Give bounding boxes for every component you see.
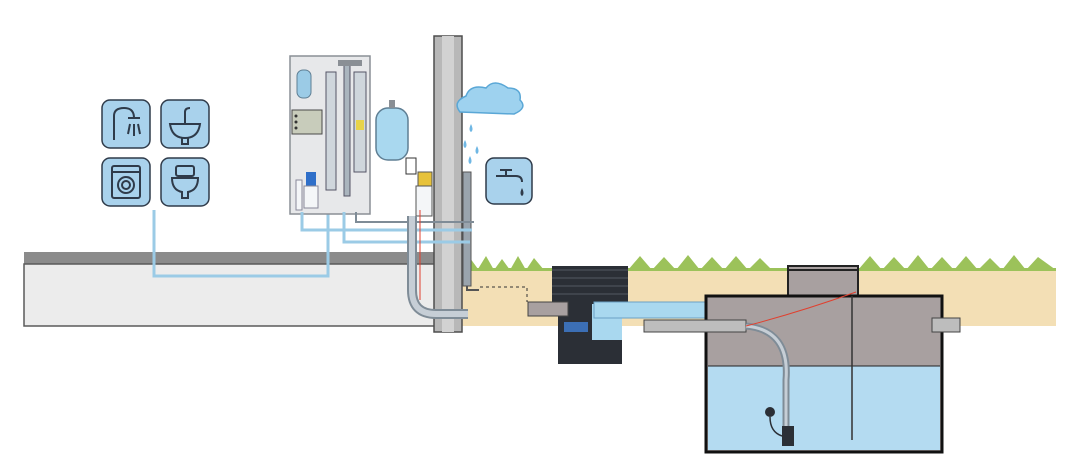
- overflow-signal-line: [480, 286, 528, 302]
- shower-icon: [113, 106, 141, 140]
- house-wall: [433, 35, 463, 333]
- storage-tank: [643, 265, 961, 454]
- washbasin-icon: [168, 107, 202, 145]
- fixture-washbasin: [160, 99, 210, 149]
- fixture-shower: [101, 99, 151, 149]
- switch-box: [405, 157, 433, 217]
- rain-cloud-icon: [456, 82, 524, 164]
- fixture-garden-tap: [485, 157, 533, 205]
- fixture-toilet: [160, 157, 210, 207]
- inlet-pipe: [527, 301, 569, 317]
- control-panel: [289, 55, 371, 215]
- expansion-vessel: [375, 100, 409, 161]
- fixture-washing-machine: [101, 157, 151, 207]
- main-suction-line: [407, 210, 468, 319]
- floor-slab: [23, 252, 443, 327]
- toilet-icon: [170, 165, 200, 199]
- supply-pipe-fixtures: [152, 210, 330, 278]
- washing-machine-icon: [111, 165, 141, 199]
- garden-tap-icon: [496, 169, 523, 183]
